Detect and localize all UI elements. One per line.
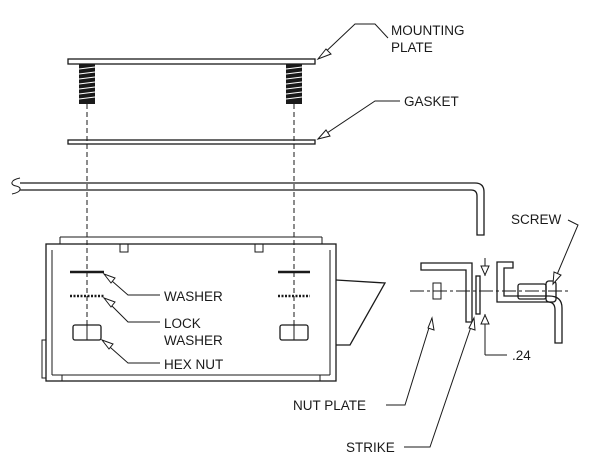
enclosure-box bbox=[41, 236, 387, 382]
label-lock-washer-line2: WASHER bbox=[164, 333, 223, 348]
label-lock-washer-line1: LOCK bbox=[164, 316, 201, 331]
strike bbox=[475, 275, 481, 315]
screw-leader bbox=[552, 219, 579, 286]
hex-nut-right bbox=[279, 324, 309, 341]
lock-washer-leader bbox=[102, 296, 160, 323]
door-panel bbox=[11, 177, 485, 236]
label-gasket: GASKET bbox=[404, 94, 459, 109]
label-hex-nut: HEX NUT bbox=[164, 357, 223, 372]
strike-leader bbox=[404, 316, 476, 448]
label-dimension: .24 bbox=[512, 348, 531, 363]
hex-nut-left bbox=[72, 324, 102, 341]
gasket-leader bbox=[316, 100, 400, 140]
nut-plate bbox=[420, 262, 473, 323]
label-mounting-plate-line2: PLATE bbox=[391, 40, 433, 55]
label-screw: SCREW bbox=[511, 212, 562, 227]
nut-plate-leader bbox=[386, 316, 435, 406]
mounting-plate bbox=[67, 58, 316, 65]
label-nut-plate: NUT PLATE bbox=[293, 398, 366, 413]
label-washer: WASHER bbox=[164, 289, 223, 304]
mounting-stud-right bbox=[285, 64, 303, 104]
mounting-plate-leader bbox=[316, 23, 389, 61]
mounting-stud-left bbox=[78, 64, 96, 104]
label-strike: STRIKE bbox=[346, 440, 395, 455]
label-mounting-plate-line1: MOUNTING bbox=[391, 23, 465, 38]
screw bbox=[517, 280, 557, 303]
gasket bbox=[67, 139, 316, 145]
hex-nut-leader bbox=[100, 338, 160, 364]
dimension-024 bbox=[480, 258, 507, 356]
washer-leader bbox=[102, 272, 160, 296]
